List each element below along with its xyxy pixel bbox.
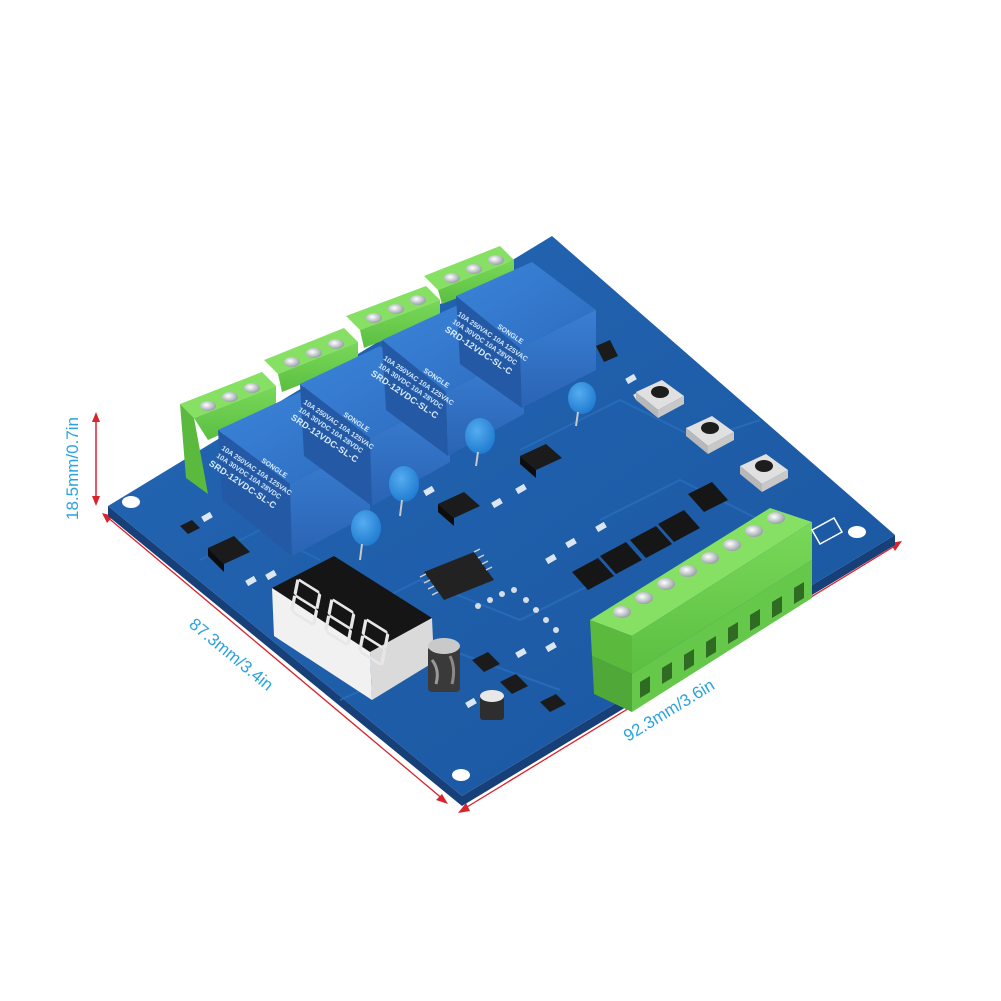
relay-terminal-block-4	[424, 246, 514, 304]
sot-transistor	[472, 652, 500, 672]
terminal-screws	[613, 512, 785, 618]
ceramic-capacitor	[568, 382, 596, 427]
electrolytic-capacitor	[428, 638, 460, 692]
header-pads	[475, 587, 559, 633]
sot-transistor	[540, 694, 566, 712]
relay-terminal-block-2	[264, 328, 358, 392]
digit-2	[324, 598, 356, 646]
seven-segment-display: 888	[272, 556, 434, 700]
mounting-hole	[122, 496, 140, 508]
relay-4: SONGLE 10A 250VAC 10A 125VAC 10A 30VDC 1…	[443, 262, 596, 408]
electrolytic-capacitor	[480, 690, 504, 720]
tactile-button-2[interactable]	[686, 416, 734, 454]
optocoupler	[520, 444, 562, 478]
sot-transistor	[500, 674, 528, 694]
mounting-hole	[848, 526, 866, 538]
input-terminal-block	[590, 508, 812, 712]
terminal-slots	[640, 582, 804, 698]
tactile-button-1[interactable]	[636, 380, 684, 418]
relay-terminal-block-1	[180, 372, 276, 494]
height-dimension: 18.5mm/0.7in	[63, 412, 100, 520]
ic-chip	[419, 548, 494, 600]
mounting-hole	[452, 769, 470, 781]
ceramic-capacitor	[389, 466, 419, 517]
optocoupler	[438, 492, 480, 526]
optocoupler	[596, 340, 618, 362]
digit-3	[358, 618, 390, 666]
sot-transistor	[180, 520, 200, 534]
digit-1	[290, 578, 322, 626]
relay-terminal-block-3	[346, 286, 440, 348]
tactile-button-3[interactable]	[740, 454, 788, 492]
ceramic-capacitor	[351, 510, 381, 561]
height-label: 18.5mm/0.7in	[63, 417, 82, 520]
ceramic-capacitor	[465, 418, 495, 467]
optocoupler	[208, 536, 250, 572]
optocoupler-row	[572, 482, 728, 590]
silkscreen-marking	[810, 516, 844, 546]
